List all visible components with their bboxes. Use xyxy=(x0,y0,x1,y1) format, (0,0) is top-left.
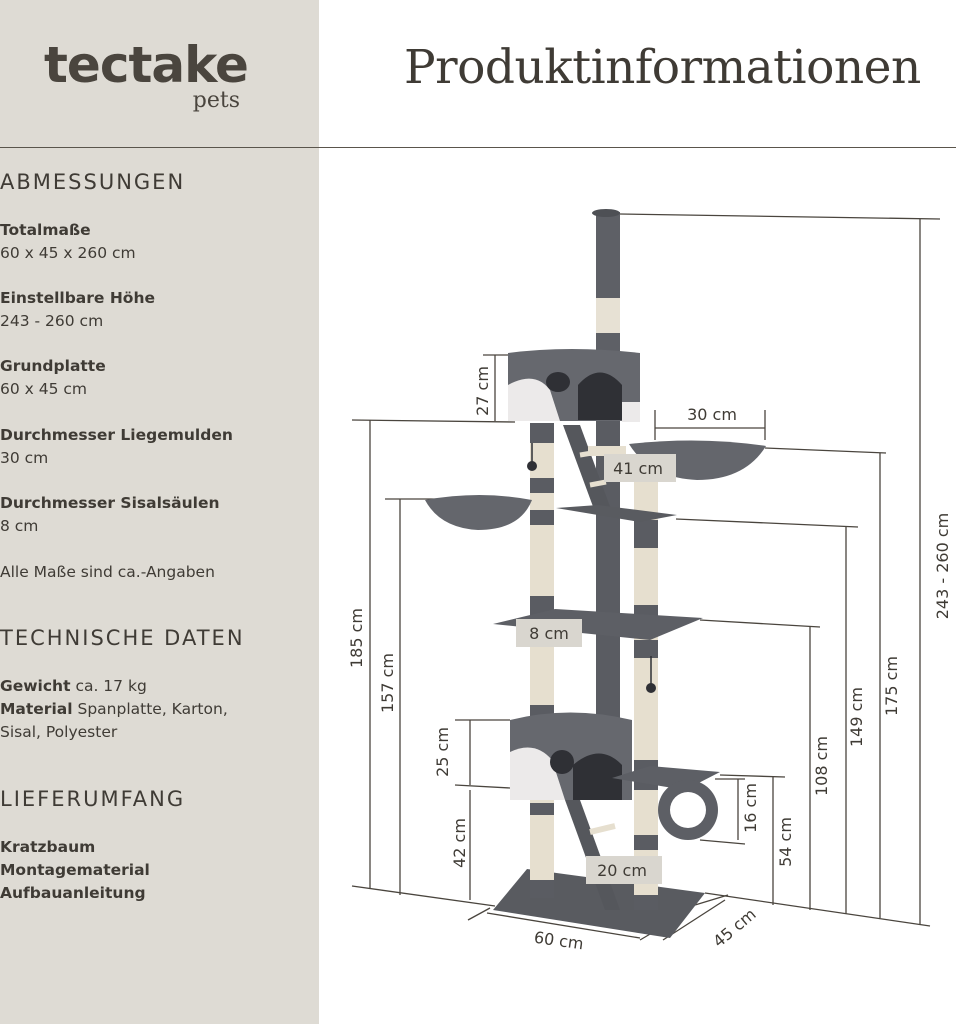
label-157: 157 cm xyxy=(378,653,397,713)
dimensions-heading: ABMESSUNGEN xyxy=(0,170,186,194)
header-divider xyxy=(0,147,956,148)
dimension-label: Durchmesser Sisalsäulen xyxy=(0,494,220,512)
dimension-value: 8 cm xyxy=(0,517,39,535)
label-25: 25 cm xyxy=(433,727,452,777)
dimension-labels: 243 - 260 cm 175 cm 149 cm 108 cm 54 cm … xyxy=(347,366,952,953)
label-27: 27 cm xyxy=(473,366,492,416)
label-175: 175 cm xyxy=(882,656,901,716)
dimension-label: Einstellbare Höhe xyxy=(0,289,155,307)
weight-label: Gewicht xyxy=(0,677,71,695)
dimension-label: Durchmesser Liegemulden xyxy=(0,426,233,444)
label-108: 108 cm xyxy=(812,736,831,796)
dimension-value: 243 - 260 cm xyxy=(0,312,104,330)
dimension-total: Totalmaße 60 x 45 x 260 cm xyxy=(0,219,310,265)
label-149: 149 cm xyxy=(847,687,866,747)
label-8-bg xyxy=(516,619,582,647)
technical-weight: Gewicht ca. 17 kg xyxy=(0,675,310,698)
scope-item: Aufbauanleitung xyxy=(0,884,146,902)
weight-value: ca. 17 kg xyxy=(75,677,147,695)
dimension-label: Totalmaße xyxy=(0,221,91,239)
label-60: 60 cm xyxy=(533,928,585,954)
brand-sub: pets xyxy=(192,88,240,113)
brand-logo: tectake pets xyxy=(44,38,249,118)
material-label: Material xyxy=(0,700,73,718)
label-30: 30 cm xyxy=(687,405,737,424)
info-sidebar xyxy=(0,0,319,1024)
dimension-lines xyxy=(351,213,941,941)
scope-item: Montagematerial xyxy=(0,861,150,879)
dimension-adjustable-height: Einstellbare Höhe 243 - 260 cm xyxy=(0,287,310,333)
label-16: 16 cm xyxy=(741,783,760,833)
page-title: Produktinformationen xyxy=(404,40,921,95)
dimension-base-plate: Grundplatte 60 x 45 cm xyxy=(0,355,310,401)
material-value: Spanplatte, Karton, Sisal, Polyester xyxy=(0,700,228,741)
dimension-sisal-diameter: Durchmesser Sisalsäulen 8 cm xyxy=(0,492,310,538)
dimension-value: 60 x 45 x 260 cm xyxy=(0,244,136,262)
dimensions-note: Alle Maße sind ca.-Angaben xyxy=(0,563,215,581)
label-42: 42 cm xyxy=(450,818,469,868)
technical-material: Material Spanplatte, Karton, Sisal, Poly… xyxy=(0,698,250,744)
dimension-label: Grundplatte xyxy=(0,357,106,375)
cat-tree-diagram: 243 - 260 cm 175 cm 149 cm 108 cm 54 cm … xyxy=(347,209,952,953)
dimension-value: 60 x 45 cm xyxy=(0,380,88,398)
label-8: 8 cm xyxy=(529,624,569,643)
cat-tree-illustration xyxy=(425,209,766,938)
scope-list: Kratzbaum Montagematerial Aufbauanleitun… xyxy=(0,836,310,905)
label-45: 45 cm xyxy=(709,904,759,951)
label-54: 54 cm xyxy=(776,817,795,867)
label-20: 20 cm xyxy=(597,861,647,880)
scope-heading: LIEFERUMFANG xyxy=(0,787,186,811)
dimension-value: 30 cm xyxy=(0,449,49,467)
brand-name: tectake xyxy=(44,36,249,94)
label-total-height: 243 - 260 cm xyxy=(933,513,952,620)
label-41-bg xyxy=(604,454,676,482)
label-41: 41 cm xyxy=(613,459,663,478)
dimension-hammock-diameter: Durchmesser Liegemulden 30 cm xyxy=(0,424,310,470)
technical-heading: TECHNISCHE DATEN xyxy=(0,626,245,650)
label-185: 185 cm xyxy=(347,608,366,668)
scope-item: Kratzbaum xyxy=(0,838,96,856)
label-20-bg xyxy=(586,856,662,884)
